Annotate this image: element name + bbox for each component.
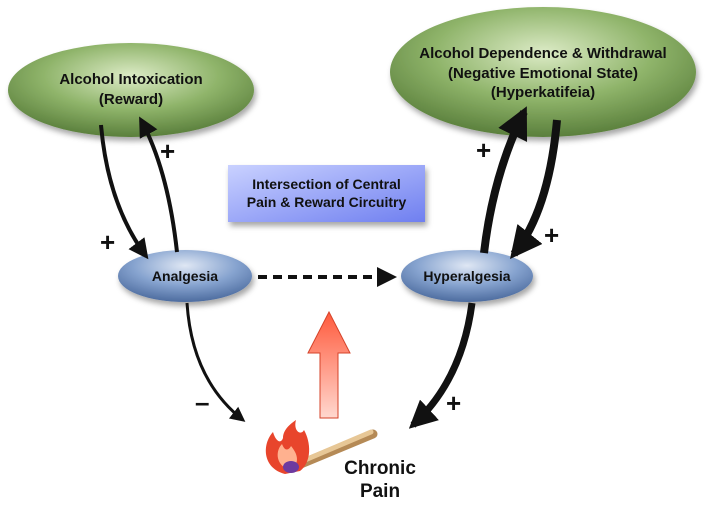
intoxication-label: Alcohol Intoxication (Reward) [18, 70, 244, 109]
dependence-line3: (Hyperkatifeia) [490, 84, 596, 101]
analgesia-ellipse [118, 250, 252, 302]
arrow-hyper-to-pain [408, 302, 476, 429]
sign-hyper-to-pain: + [446, 388, 462, 418]
intoxication-line2: (Reward) [98, 90, 164, 108]
dependence-line2: (Negative Emotional State) [447, 64, 639, 82]
arrow-dependence-to-hyper [510, 119, 561, 260]
intoxication-line1: Alcohol Intoxication [59, 71, 203, 88]
red-up-arrow-icon [307, 310, 351, 419]
sign-dependence-to-hyper: + [544, 220, 560, 250]
dependence-label: Alcohol Dependence & Withdrawal (Negativ… [398, 44, 688, 103]
arrow-analgesia-to-pain [185, 302, 246, 422]
intersection-label: Intersection of Central Pain & Reward Ci… [228, 175, 425, 211]
intersection-box [228, 165, 425, 222]
arrow-intox-to-analgesia [99, 124, 149, 260]
intersection-line1: Intersection of Central [252, 176, 401, 192]
dependence-ellipse [390, 7, 696, 137]
sign-intox-to-analgesia: + [100, 227, 116, 257]
intersection-line2: Pain & Reward Circuitry [246, 194, 407, 211]
chronic-pain-label: Chronic Pain [320, 458, 440, 504]
analgesia-text: Analgesia [151, 268, 219, 284]
chronic-pain-line2: Pain [359, 480, 401, 502]
arrow-hyper-to-dependence [480, 106, 528, 254]
arrow-analgesia-to-intox [139, 116, 179, 253]
hyperalgesia-ellipse [401, 250, 533, 302]
sign-analgesia-to-pain: – [195, 387, 210, 417]
intoxication-ellipse [8, 43, 254, 137]
burning-match-icon [265, 420, 378, 474]
dependence-line1: Alcohol Dependence & Withdrawal [419, 45, 667, 62]
sign-analgesia-to-intox: + [160, 136, 176, 166]
hyperalgesia-text: Hyperalgesia [423, 268, 511, 284]
chronic-pain-line1: Chronic [344, 458, 416, 479]
sign-hyper-to-dependence: + [476, 135, 492, 165]
hyperalgesia-label: Hyperalgesia [401, 267, 533, 285]
analgesia-label: Analgesia [118, 267, 252, 285]
